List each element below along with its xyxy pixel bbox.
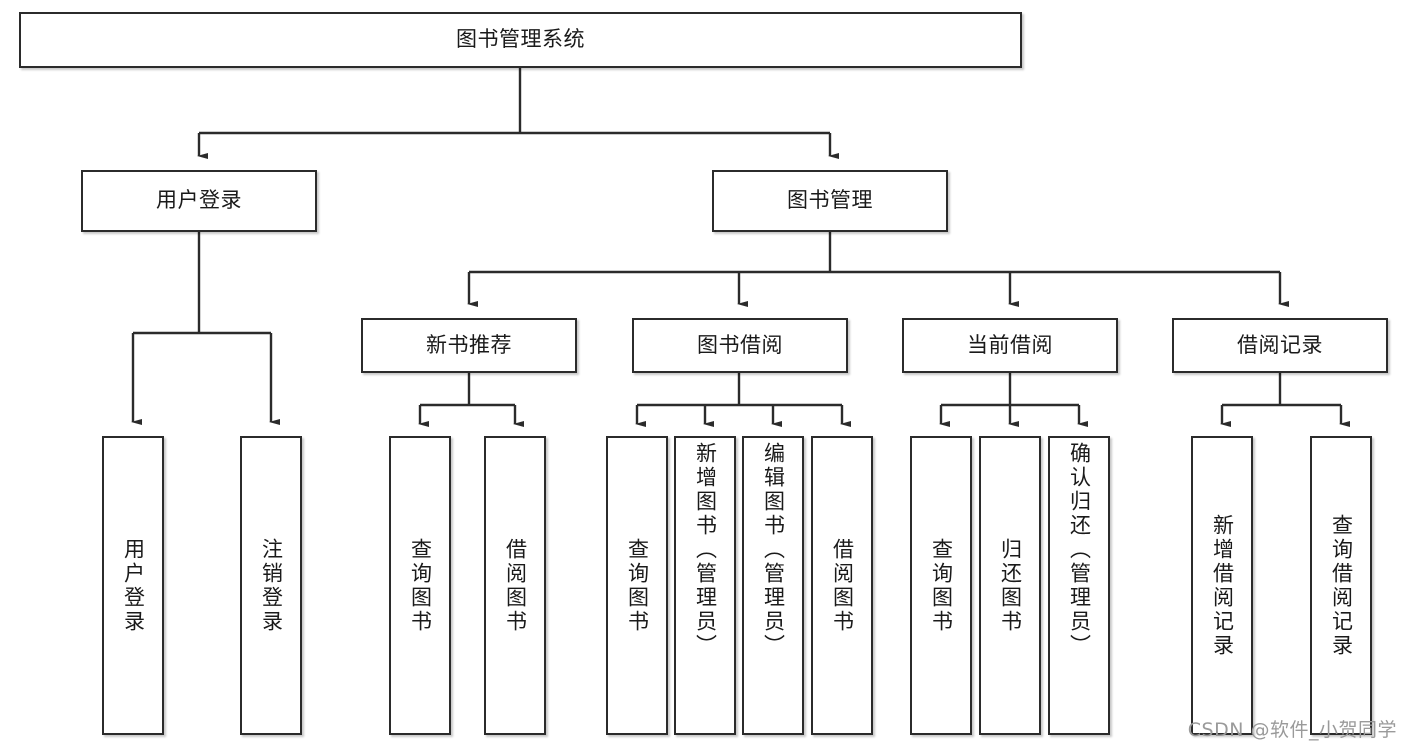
- node-leaf-query-book-2[interactable]: 查询图书: [606, 436, 668, 735]
- node-leaf-return-book[interactable]: 归还图书: [979, 436, 1041, 735]
- node-root[interactable]: 图书管理系统: [19, 12, 1022, 68]
- node-leaf-user-login[interactable]: 用户登录: [102, 436, 164, 735]
- node-leaf-query-record-label: 查询借阅记录: [1329, 513, 1354, 658]
- node-leaf-query-book-3-label: 查询图书: [929, 537, 954, 634]
- node-current-borrow[interactable]: 当前借阅: [902, 318, 1118, 373]
- node-user-login[interactable]: 用户登录: [81, 170, 317, 232]
- node-borrow-record[interactable]: 借阅记录: [1172, 318, 1388, 373]
- node-user-login-label: 用户登录: [156, 188, 242, 213]
- node-leaf-query-book-3[interactable]: 查询图书: [910, 436, 972, 735]
- node-leaf-confirm-return[interactable]: 确认归还（管理员）: [1048, 436, 1110, 735]
- node-new-book-recommend[interactable]: 新书推荐: [361, 318, 577, 373]
- node-borrow-record-label: 借阅记录: [1237, 332, 1323, 357]
- node-leaf-add-record-label: 新增借阅记录: [1210, 513, 1235, 658]
- node-leaf-borrow-book-1-label: 借阅图书: [503, 537, 528, 634]
- node-current-borrow-label: 当前借阅: [967, 332, 1053, 357]
- node-leaf-query-book-2-label: 查询图书: [625, 537, 650, 634]
- node-leaf-add-record[interactable]: 新增借阅记录: [1191, 436, 1253, 735]
- node-new-book-recommend-label: 新书推荐: [426, 332, 512, 357]
- node-leaf-user-login-label: 用户登录: [121, 537, 146, 634]
- node-book-borrow-label: 图书借阅: [697, 332, 783, 357]
- node-leaf-query-record[interactable]: 查询借阅记录: [1310, 436, 1372, 735]
- node-leaf-borrow-book-2-label: 借阅图书: [830, 537, 855, 634]
- node-leaf-logout[interactable]: 注销登录: [240, 436, 302, 735]
- node-leaf-borrow-book-2[interactable]: 借阅图书: [811, 436, 873, 735]
- node-leaf-add-book[interactable]: 新增图书（管理员）: [674, 436, 736, 735]
- node-leaf-edit-book-label: 编辑图书（管理员）: [761, 442, 786, 658]
- node-root-label: 图书管理系统: [456, 27, 585, 52]
- node-leaf-logout-label: 注销登录: [259, 537, 284, 634]
- node-book-management-label: 图书管理: [787, 188, 873, 213]
- node-leaf-confirm-return-label: 确认归还（管理员）: [1067, 442, 1092, 658]
- node-leaf-edit-book[interactable]: 编辑图书（管理员）: [742, 436, 804, 735]
- csdn-watermark: CSDN @软件_小贺同学: [1187, 719, 1397, 741]
- node-leaf-return-book-label: 归还图书: [998, 537, 1023, 634]
- node-book-management[interactable]: 图书管理: [712, 170, 948, 232]
- node-book-borrow[interactable]: 图书借阅: [632, 318, 848, 373]
- node-leaf-add-book-label: 新增图书（管理员）: [693, 442, 718, 658]
- node-leaf-query-book-1[interactable]: 查询图书: [389, 436, 451, 735]
- node-leaf-borrow-book-1[interactable]: 借阅图书: [484, 436, 546, 735]
- node-leaf-query-book-1-label: 查询图书: [408, 537, 433, 634]
